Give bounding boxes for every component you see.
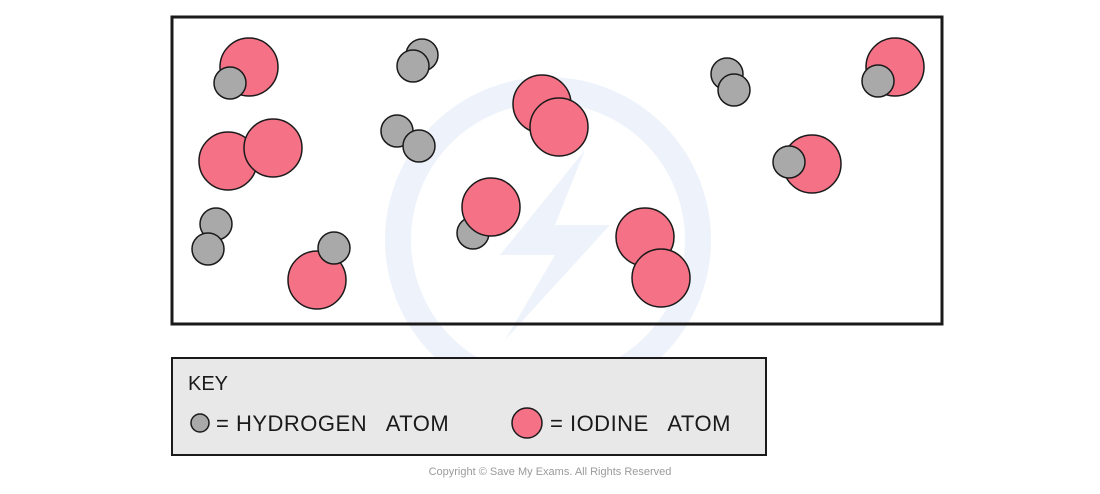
hydrogen-atom [213,66,247,100]
iodine-atom [287,250,347,310]
molecule-hi [861,37,925,98]
hydrogen-label: = HYDROGEN ATOM [216,411,449,436]
key-background [171,357,767,456]
molecule-hi [772,134,842,194]
molecule-i2 [615,207,691,308]
molecule-hi [287,231,351,310]
iodine-atom [631,248,691,308]
iodine-atom [529,97,589,157]
molecule-i2 [198,118,303,191]
molecules-layer [191,37,925,310]
hydrogen-atom [717,73,751,107]
molecule-h2 [380,114,436,163]
iodine-atom-swatch [511,407,543,439]
hydrogen-atom [191,232,225,266]
iodine-atom [243,118,303,178]
molecule-h2 [396,38,439,83]
molecule-h2 [191,207,233,266]
hydrogen-atom [772,145,806,179]
molecule-h2 [710,57,751,107]
molecule-i2 [512,74,589,157]
key-box: KEY = HYDROGEN ATOM = IODINE ATOM [171,357,767,456]
hydrogen-atom [396,49,430,83]
iodine-label: = IODINE ATOM [550,411,731,436]
molecule-hi [213,37,279,100]
hydrogen-atom [402,129,436,163]
copyright-notice: Copyright © Save My Exams. All Rights Re… [428,466,672,478]
container-box [170,15,944,326]
key-title: KEY [188,373,228,395]
hydrogen-atom-swatch [190,413,210,433]
hydrogen-atom [317,231,351,265]
hydrogen-atom [861,64,895,98]
molecule-hi [456,177,521,250]
iodine-atom [461,177,521,237]
